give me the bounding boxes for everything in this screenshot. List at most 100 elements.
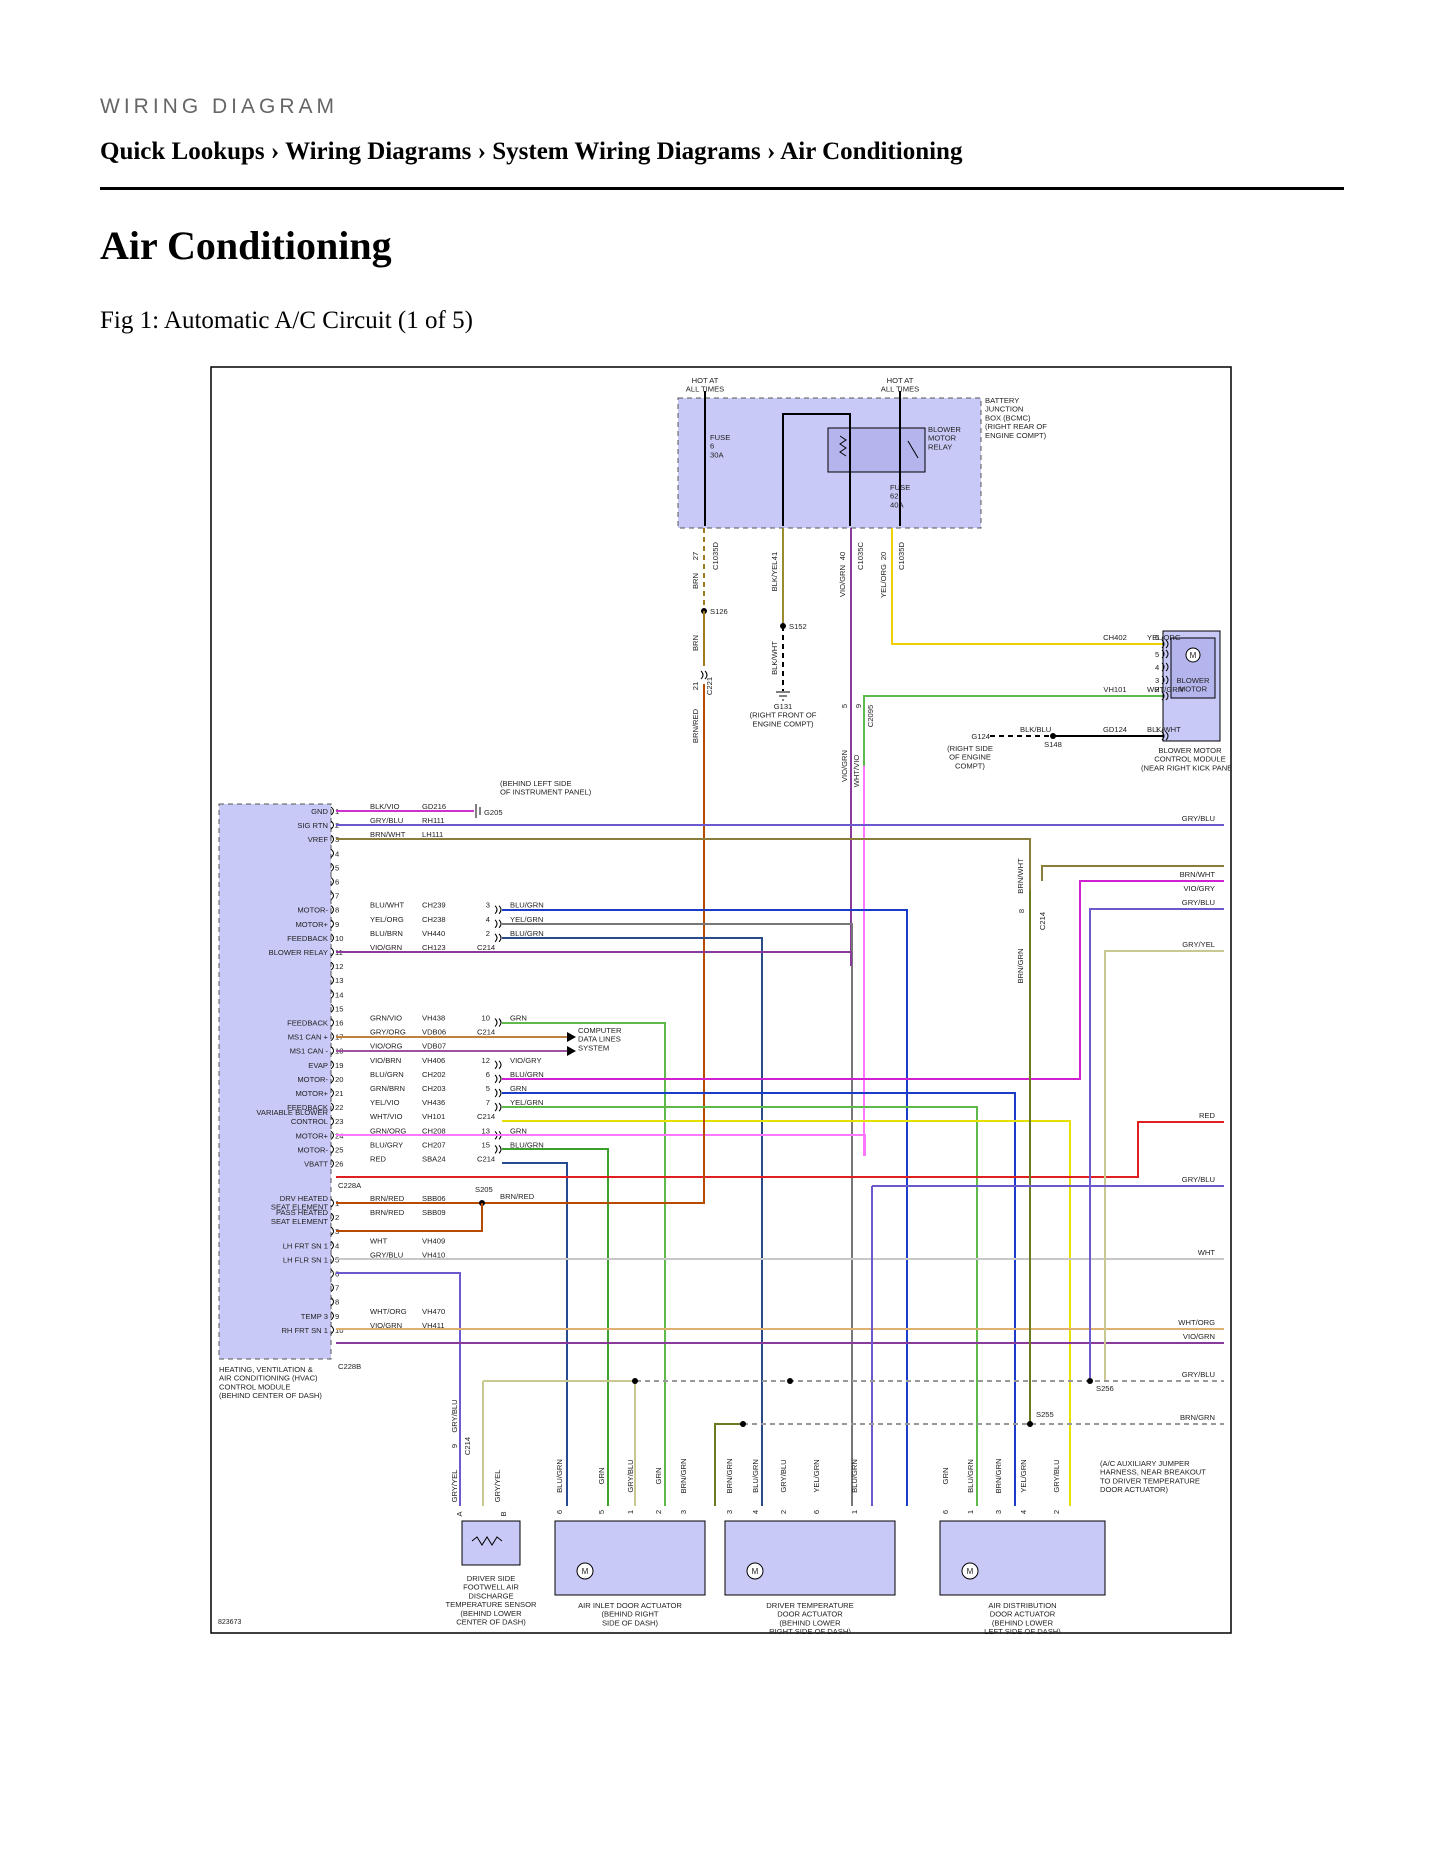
actuator-motor-symbol	[576, 1562, 594, 1580]
document-kicker: WIRING DIAGRAM	[100, 95, 338, 118]
wire-blu-grn	[502, 1092, 1016, 1506]
hvac-pin-connector	[330, 1004, 334, 1013]
can-arrow	[567, 1032, 576, 1056]
hvac-pin-number: 6	[335, 878, 339, 887]
splice-label: S148	[1044, 740, 1062, 749]
wire-label: GRY/BLU	[370, 1250, 403, 1259]
breadcrumb-system-wiring-diagrams[interactable]: System Wiring Diagrams	[492, 138, 761, 165]
hvac-pin-function: VBATT	[304, 1160, 328, 1169]
breadcrumb-wiring-diagrams[interactable]: Wiring Diagrams	[285, 138, 472, 165]
wire-grn	[502, 1148, 609, 1506]
connector-pin: 8	[1017, 909, 1026, 913]
hvac-pin-function: MOTOR-	[297, 906, 328, 915]
hvac-pin-connector	[330, 1018, 334, 1027]
hvac-pin-number: 12	[335, 962, 343, 971]
wire-label: VIO/GRN	[1183, 1332, 1215, 1341]
wire-label: GRN/BRN	[370, 1084, 405, 1093]
blower-pin-number: 6	[1155, 633, 1159, 642]
hvac-pin-connector	[330, 975, 334, 985]
actuator-pin: 2	[1052, 1510, 1061, 1514]
c214-pin-number: 3	[486, 901, 490, 910]
connector-c214	[494, 1088, 502, 1098]
motor-symbol-letter: M	[752, 1567, 759, 1576]
wire-yel-org	[891, 528, 1210, 645]
hvac-pin-function: MOTOR+	[295, 1089, 328, 1098]
connector-c228b-label: C228B	[338, 1362, 361, 1371]
wire-label: YEL/GRN	[812, 1459, 821, 1492]
c214-pin-number: 7	[486, 1098, 490, 1107]
hvac-control-module	[218, 803, 332, 1360]
wire-label: GRN	[597, 1468, 606, 1485]
breadcrumb-air-conditioning[interactable]: Air Conditioning	[780, 138, 963, 165]
header-rule	[100, 187, 1344, 190]
actuator-pin: 4	[1019, 1510, 1028, 1514]
hvac-pin-function: FEEDBACK	[287, 1103, 328, 1112]
hvac-pin-number: 25	[335, 1145, 343, 1154]
connector-c214	[494, 1060, 502, 1070]
circuit-label: CH402	[1103, 633, 1127, 642]
circuit-label: VH440	[422, 929, 445, 938]
connector-label: C214	[463, 1437, 472, 1455]
actuator-pin: 1	[626, 1510, 635, 1514]
hvac-pin-connector	[330, 1226, 334, 1236]
relay-switch	[907, 440, 919, 459]
door-actuator	[554, 1520, 706, 1596]
circuit-label: VH411	[422, 1321, 445, 1330]
wire-label: BLU/WHT	[370, 901, 405, 910]
hvac-pin-connector	[330, 1159, 334, 1168]
wire-label: VIO/GRN	[370, 943, 402, 952]
actuator-pin: 5	[597, 1510, 606, 1514]
circuit-label: RH111	[422, 816, 445, 825]
hvac-pin-connector	[330, 989, 334, 999]
hvac-pin-number: 8	[335, 1298, 339, 1307]
actuator-pin: 2	[654, 1510, 663, 1514]
hvac-pin-connector	[330, 1255, 334, 1264]
motor-symbol-letter: M	[1190, 651, 1197, 660]
wire-label: YEL/GRN	[1019, 1459, 1028, 1492]
hvac-pin-function: MOTOR-	[297, 1145, 328, 1154]
connector-label: C214	[477, 943, 495, 952]
hvac-pin-number: 10	[335, 934, 343, 943]
wire-blu-grn	[502, 909, 908, 1506]
wire-label: BLU/GRN	[510, 1140, 544, 1149]
hvac-module-label: HEATING, VENTILATION &AIR CONDITIONING (…	[219, 1365, 322, 1400]
wire-label: VIO/GRN	[370, 1321, 402, 1330]
wire-label: BLU/GRN	[751, 1459, 760, 1493]
wire-blu-grn	[502, 937, 763, 1506]
blower-pin-connector	[1161, 691, 1169, 701]
hvac-pin-function: MOTOR+	[295, 1131, 328, 1140]
hvac-pin-connector	[330, 1088, 334, 1098]
relay-coil	[839, 435, 847, 457]
wire-label: WHT	[370, 1236, 388, 1245]
connector-label: C2095	[866, 705, 875, 727]
splice-label: S255	[1036, 1410, 1054, 1419]
ground-g131-symbol	[776, 691, 790, 701]
wire-label: VIO/BRN	[370, 1056, 401, 1065]
wire-label: BLK/BLU	[1020, 725, 1051, 734]
hvac-pin-number: 9	[335, 920, 339, 929]
wire-label: BRN/GRN	[1016, 948, 1025, 983]
circuit-label: CH203	[422, 1084, 446, 1093]
breadcrumb-quick-lookups[interactable]: Quick Lookups	[100, 138, 265, 165]
relay-internal	[782, 413, 851, 526]
blower-pin-connector	[1161, 731, 1169, 741]
ground-g205-label: G205	[484, 808, 503, 817]
hvac-pin-connector	[330, 1102, 334, 1112]
bjb-connector-label: C1035C	[856, 542, 865, 570]
hvac-pin-connector	[330, 961, 334, 971]
wire-brn-grn	[714, 1423, 743, 1506]
wire-label: BRN/WHT	[1180, 870, 1216, 879]
wire-label: GRN	[941, 1468, 950, 1485]
wire-label: BLU/GRN	[555, 1459, 564, 1493]
hvac-pin-connector	[330, 1269, 334, 1278]
wire-label: BRN/GRN	[725, 1458, 734, 1493]
hvac-pin-number: 14	[335, 990, 343, 999]
hvac-pin-number: 19	[335, 1061, 343, 1070]
